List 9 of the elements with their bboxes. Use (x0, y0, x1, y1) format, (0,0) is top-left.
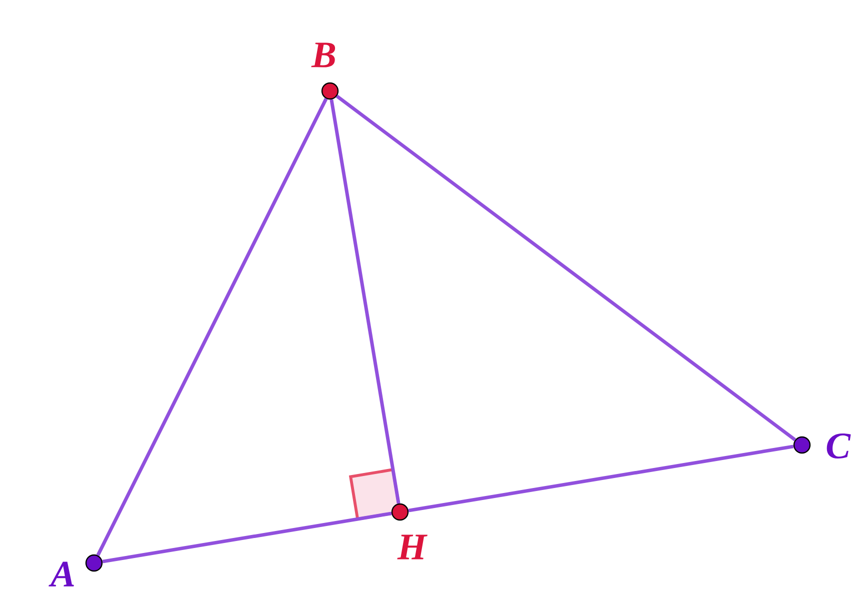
segment (336, 94, 796, 442)
point-label: A (48, 562, 74, 586)
segment (96, 98, 328, 556)
point-label: C (826, 433, 851, 459)
point-label: B (311, 42, 336, 68)
segment (408, 444, 794, 512)
segment (330, 99, 400, 504)
segment (102, 512, 392, 564)
point-label: H (397, 534, 428, 560)
